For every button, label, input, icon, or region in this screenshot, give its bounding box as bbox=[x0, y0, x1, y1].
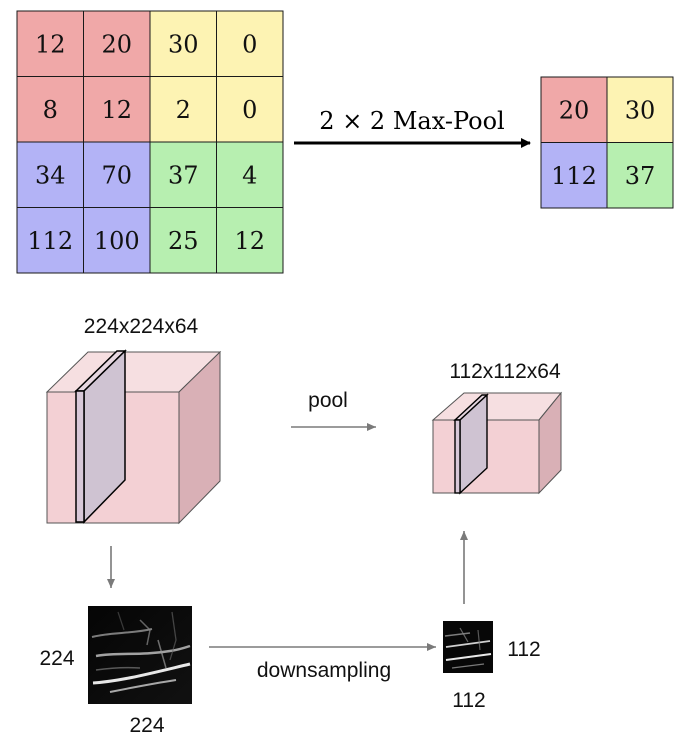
input-grid-cell-value: 12 bbox=[101, 96, 132, 124]
input-grid-cell-value: 0 bbox=[242, 96, 257, 124]
big-feature-map: 224 224 bbox=[39, 606, 192, 737]
input-grid-cell bbox=[83, 141, 151, 208]
input-grid-cell bbox=[83, 76, 151, 143]
small-feature-map: 112 112 bbox=[443, 621, 541, 712]
output-grid-cell-value: 30 bbox=[625, 96, 656, 124]
input-grid-cell-value: 37 bbox=[168, 161, 199, 189]
small-map-width-label: 112 bbox=[452, 689, 485, 712]
input-grid-cell bbox=[216, 141, 284, 208]
input-grid-cell-value: 25 bbox=[168, 227, 199, 255]
big-map-width-label: 224 bbox=[129, 714, 164, 737]
input-grid-cell bbox=[16, 10, 84, 77]
input-grid-cell-value: 8 bbox=[43, 96, 58, 124]
input-grid-cell-value: 34 bbox=[35, 161, 66, 189]
output-grid-cell bbox=[606, 76, 674, 143]
output-grid-cell-value: 20 bbox=[559, 96, 590, 124]
input-grid-cell-value: 12 bbox=[35, 30, 66, 58]
max-pool-arrow: 2 × 2 Max-Pool bbox=[294, 107, 531, 148]
downsampling-label: downsampling bbox=[257, 659, 391, 682]
input-grid-cell-value: 12 bbox=[234, 227, 265, 255]
input-grid-cell bbox=[83, 207, 151, 274]
input-grid-cell bbox=[216, 207, 284, 274]
output-grid-cell bbox=[540, 142, 608, 209]
big-volume-label: 224x224x64 bbox=[84, 315, 199, 338]
output-grid-cell bbox=[606, 142, 674, 209]
output-grid-cell-value: 112 bbox=[551, 162, 597, 190]
small-volume-slice-front bbox=[454, 419, 461, 494]
input-grid-cell-value: 0 bbox=[242, 30, 257, 58]
small-volume: 112x112x64 bbox=[431, 360, 563, 495]
input-grid-cell-value: 100 bbox=[94, 227, 140, 255]
input-grid-cell bbox=[83, 10, 151, 77]
big-volume-slice-front bbox=[75, 390, 85, 523]
input-grid-cell-value: 20 bbox=[101, 30, 132, 58]
big-volume: 224x224x64 bbox=[45, 315, 222, 525]
output-grid: 20 30 112 37 bbox=[540, 76, 674, 209]
input-grid-cell-value: 70 bbox=[101, 161, 132, 189]
input-grid-cell bbox=[149, 10, 217, 77]
small-volume-label: 112x112x64 bbox=[449, 360, 561, 383]
pool-arrow: pool bbox=[291, 389, 376, 431]
pool-label: pool bbox=[308, 389, 348, 412]
input-grid-cell bbox=[16, 207, 84, 274]
input-grid-cell-value: 4 bbox=[242, 161, 257, 189]
input-grid-cell bbox=[216, 76, 284, 143]
max-pool-label: 2 × 2 Max-Pool bbox=[319, 107, 504, 135]
input-grid-cell-value: 2 bbox=[176, 96, 191, 124]
output-grid-cell-value: 37 bbox=[625, 162, 656, 190]
small-map-height-label: 112 bbox=[507, 638, 540, 661]
input-grid-cell-value: 30 bbox=[168, 30, 199, 58]
input-grid-cell-value: 112 bbox=[27, 227, 73, 255]
input-grid-cell bbox=[216, 10, 284, 77]
downsampling-arrow: downsampling bbox=[209, 643, 436, 682]
big-map-height-label: 224 bbox=[39, 647, 74, 670]
